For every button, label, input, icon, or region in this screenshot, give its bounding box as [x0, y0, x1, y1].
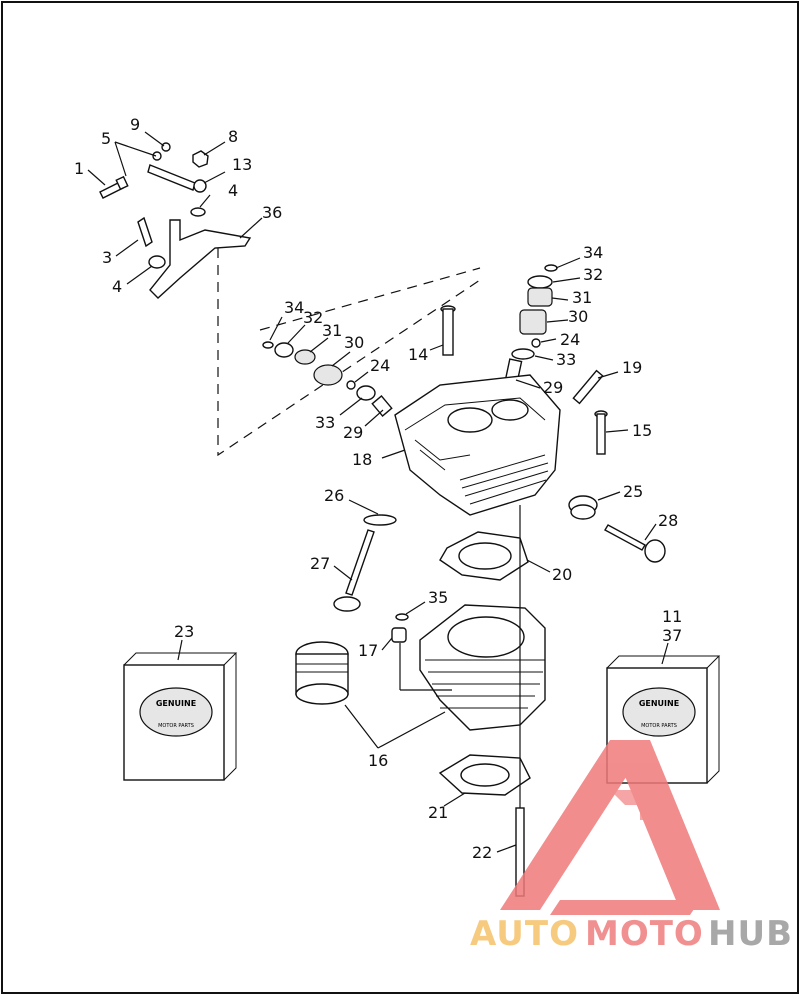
callout-11: 11 — [662, 607, 682, 626]
bracket-assembly — [99, 142, 252, 299]
bolt-part — [137, 216, 153, 248]
callout-35: 35 — [428, 588, 448, 607]
callout-33: 33 — [315, 413, 335, 432]
washer-part — [115, 175, 129, 191]
kit-label-motor-parts: MOTOR PARTS — [158, 723, 194, 729]
callout-37: 37 — [662, 626, 682, 645]
callout-21: 21 — [428, 803, 448, 822]
cylinder-head — [394, 374, 561, 516]
callout-30: 30 — [344, 333, 364, 352]
callout-32: 32 — [583, 265, 603, 284]
nut-part — [152, 151, 162, 161]
assembly-dashline — [259, 267, 481, 331]
callout-8: 8 — [228, 127, 238, 146]
callout-18: 18 — [352, 450, 372, 469]
callout-25: 25 — [623, 482, 643, 501]
seal-part — [531, 338, 541, 348]
dowel-17 — [391, 627, 407, 643]
callout-31: 31 — [572, 288, 592, 307]
nut-part — [161, 142, 171, 152]
valve-28 — [604, 524, 666, 563]
watermark-auto: AUTO — [470, 914, 579, 954]
leader-lines — [87, 131, 669, 853]
spring-part — [313, 364, 343, 386]
callout-32: 32 — [303, 308, 323, 327]
callout-34: 34 — [583, 243, 603, 262]
gasket-21 — [438, 754, 531, 796]
keeper-part — [262, 341, 274, 349]
callout-30: 30 — [568, 307, 588, 326]
callout-23: 23 — [174, 622, 194, 641]
callout-36: 36 — [262, 203, 282, 222]
callout-4: 4 — [228, 181, 238, 200]
callout-16: 16 — [368, 751, 388, 770]
cylinder-body — [419, 604, 546, 731]
watermark-moto: MOTO — [585, 914, 704, 954]
watermark-logo: AUTO MOTO HUB — [470, 740, 793, 954]
left-valve-stack — [262, 341, 393, 417]
seat-part — [356, 385, 376, 401]
callout-3: 3 — [102, 248, 112, 267]
callout-1: 1 — [74, 159, 84, 178]
watermark-mark — [610, 790, 660, 820]
callout-29: 29 — [543, 378, 563, 397]
spring-part — [527, 287, 553, 307]
callout-28: 28 — [658, 511, 678, 530]
callout-26: 26 — [324, 486, 344, 505]
keeper-part — [544, 264, 558, 272]
ring-35 — [395, 613, 409, 621]
kit-box-23: GENUINE MOTOR PARTS — [123, 652, 238, 781]
right-valve-stack — [503, 264, 558, 388]
seal-part — [346, 380, 356, 390]
callout-19: 19 — [622, 358, 642, 377]
watermark-hub: HUB — [708, 914, 793, 954]
callout-14: 14 — [408, 345, 428, 364]
guide-part — [371, 395, 393, 417]
watermark-triangle — [500, 740, 720, 915]
tube-15 — [594, 410, 608, 455]
callout-17: 17 — [358, 641, 378, 660]
seat-part — [511, 348, 535, 360]
callout-24: 24 — [370, 356, 390, 375]
callout-29: 29 — [343, 423, 363, 442]
bracket-part — [149, 219, 252, 299]
callout-13: 13 — [232, 155, 252, 174]
washer-part — [148, 255, 166, 269]
callout-33: 33 — [556, 350, 576, 369]
stud-19 — [572, 369, 604, 405]
callout-20: 20 — [552, 565, 572, 584]
valve-27 — [333, 529, 375, 612]
callout-22: 22 — [472, 843, 492, 862]
callout-24: 24 — [560, 330, 580, 349]
callout-9: 9 — [130, 115, 140, 134]
callout-4: 4 — [112, 277, 122, 296]
tube-14 — [440, 305, 456, 356]
retainer-part — [274, 342, 294, 358]
callout-labels: 1 5 9 8 13 4 36 3 4 34 32 31 30 24 33 29… — [74, 115, 682, 862]
seal-25 — [568, 495, 598, 520]
gasket-20 — [439, 531, 529, 581]
assembly-dashline — [217, 248, 481, 457]
callout-15: 15 — [632, 421, 652, 440]
washer-part — [190, 207, 206, 217]
piston-kit — [295, 641, 349, 705]
spring-part — [519, 309, 547, 335]
callout-27: 27 — [310, 554, 330, 573]
rod-part — [147, 164, 196, 191]
spring-part — [294, 349, 316, 365]
kit-label-motor-parts: MOTOR PARTS — [641, 723, 677, 729]
callout-5: 5 — [101, 129, 111, 148]
kit-label-genuine: GENUINE — [639, 699, 679, 708]
oring-26 — [363, 514, 397, 526]
kit-label-genuine: GENUINE — [156, 699, 196, 708]
callout-31: 31 — [322, 321, 342, 340]
retainer-part — [527, 275, 553, 289]
rod-end-part — [193, 179, 207, 193]
callout-34: 34 — [284, 298, 304, 317]
